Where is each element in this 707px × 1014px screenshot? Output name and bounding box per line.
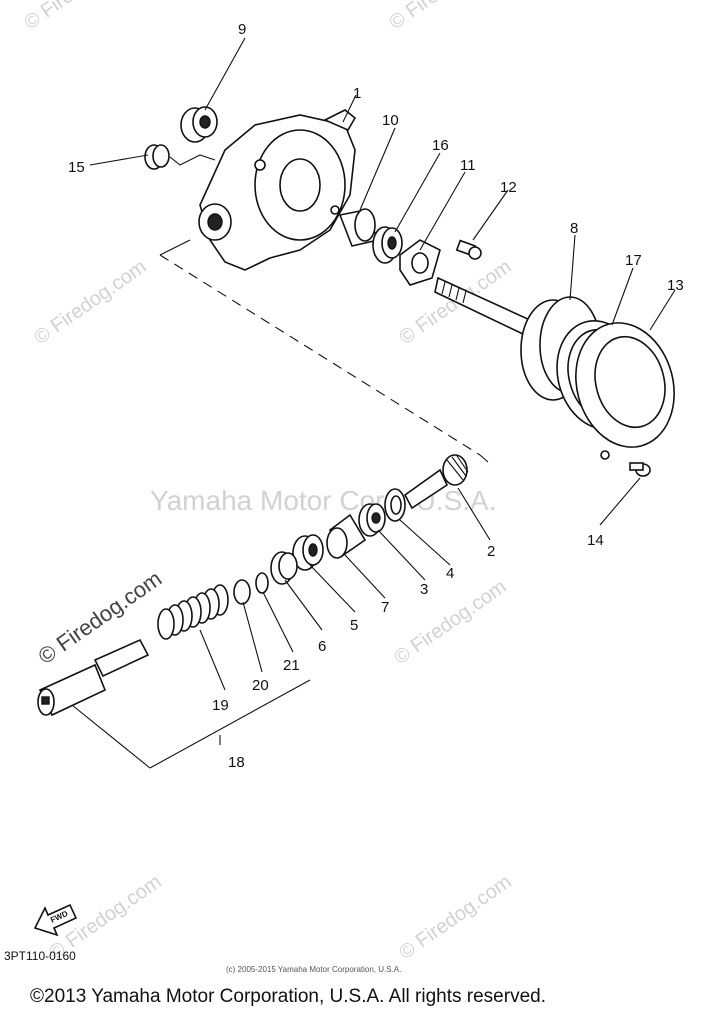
watermark-tile: © Firedog.com <box>30 256 150 349</box>
bolt-12 <box>455 239 482 260</box>
watermark-tile: © Firedog.com <box>395 871 515 964</box>
callout-16: 16 <box>432 137 449 154</box>
alignment-line-end <box>159 239 489 463</box>
callout-18: 18 <box>228 754 245 771</box>
callout-1: 1 <box>353 85 361 102</box>
seal-15 <box>144 144 170 170</box>
footer-copyright: ©2013 Yamaha Motor Corporation, U.S.A. A… <box>30 986 546 1007</box>
callout-13: 13 <box>667 277 684 294</box>
callout-2: 2 <box>487 543 495 560</box>
small-copyright: (c) 2005-2015 Yamaha Motor Corporation, … <box>226 965 402 974</box>
fwd-arrow-icon: FWD <box>33 903 78 937</box>
shaft-assembly-18 <box>37 638 150 717</box>
nut-6 <box>270 551 298 585</box>
watermark-tile: © Firedog.com <box>390 576 510 669</box>
alignment-line <box>159 254 481 456</box>
callouts: 9 1 10 16 11 12 15 8 17 13 14 2 4 3 7 5 … <box>68 21 684 771</box>
callout-4: 4 <box>446 565 454 582</box>
callout-20: 20 <box>252 677 269 694</box>
watermark-tile: © Firedog.com <box>385 0 505 34</box>
callout-19: 19 <box>212 697 229 714</box>
retainer-11 <box>399 239 441 286</box>
washer-4 <box>384 488 406 522</box>
callout-17: 17 <box>625 252 642 269</box>
drive-gear-2 <box>403 454 469 510</box>
callout-11: 11 <box>460 157 476 174</box>
callout-12: 12 <box>500 179 517 196</box>
washer-20 <box>233 579 251 605</box>
callout-3: 3 <box>420 581 428 598</box>
bearing-16 <box>372 226 403 264</box>
callout-5: 5 <box>350 617 358 634</box>
callout-10: 10 <box>382 112 399 129</box>
callout-14: 14 <box>587 532 604 549</box>
bearing-9 <box>180 106 218 143</box>
diagram-code: 3PT110-0160 <box>4 949 76 963</box>
cover-13 <box>575 322 675 460</box>
gear-housing <box>198 109 357 271</box>
collar-10 <box>338 208 380 247</box>
callout-9: 9 <box>238 21 246 38</box>
leader-15 <box>169 154 216 166</box>
bearing-3 <box>358 503 386 537</box>
callout-7: 7 <box>381 599 389 616</box>
watermark-tile: © Firedog.com <box>20 0 140 34</box>
spring-19 <box>157 584 229 640</box>
circlip-21 <box>255 572 269 594</box>
watermark-center: Yamaha Motor Corp, U.S.A. <box>150 485 497 516</box>
callout-15: 15 <box>68 159 85 176</box>
leader-lines <box>71 37 676 769</box>
screw-14 <box>629 462 651 477</box>
bearing-5 <box>292 534 324 571</box>
callout-8: 8 <box>570 220 578 237</box>
callout-6: 6 <box>318 638 326 655</box>
collar-7 <box>326 513 367 559</box>
callout-21: 21 <box>283 657 300 674</box>
